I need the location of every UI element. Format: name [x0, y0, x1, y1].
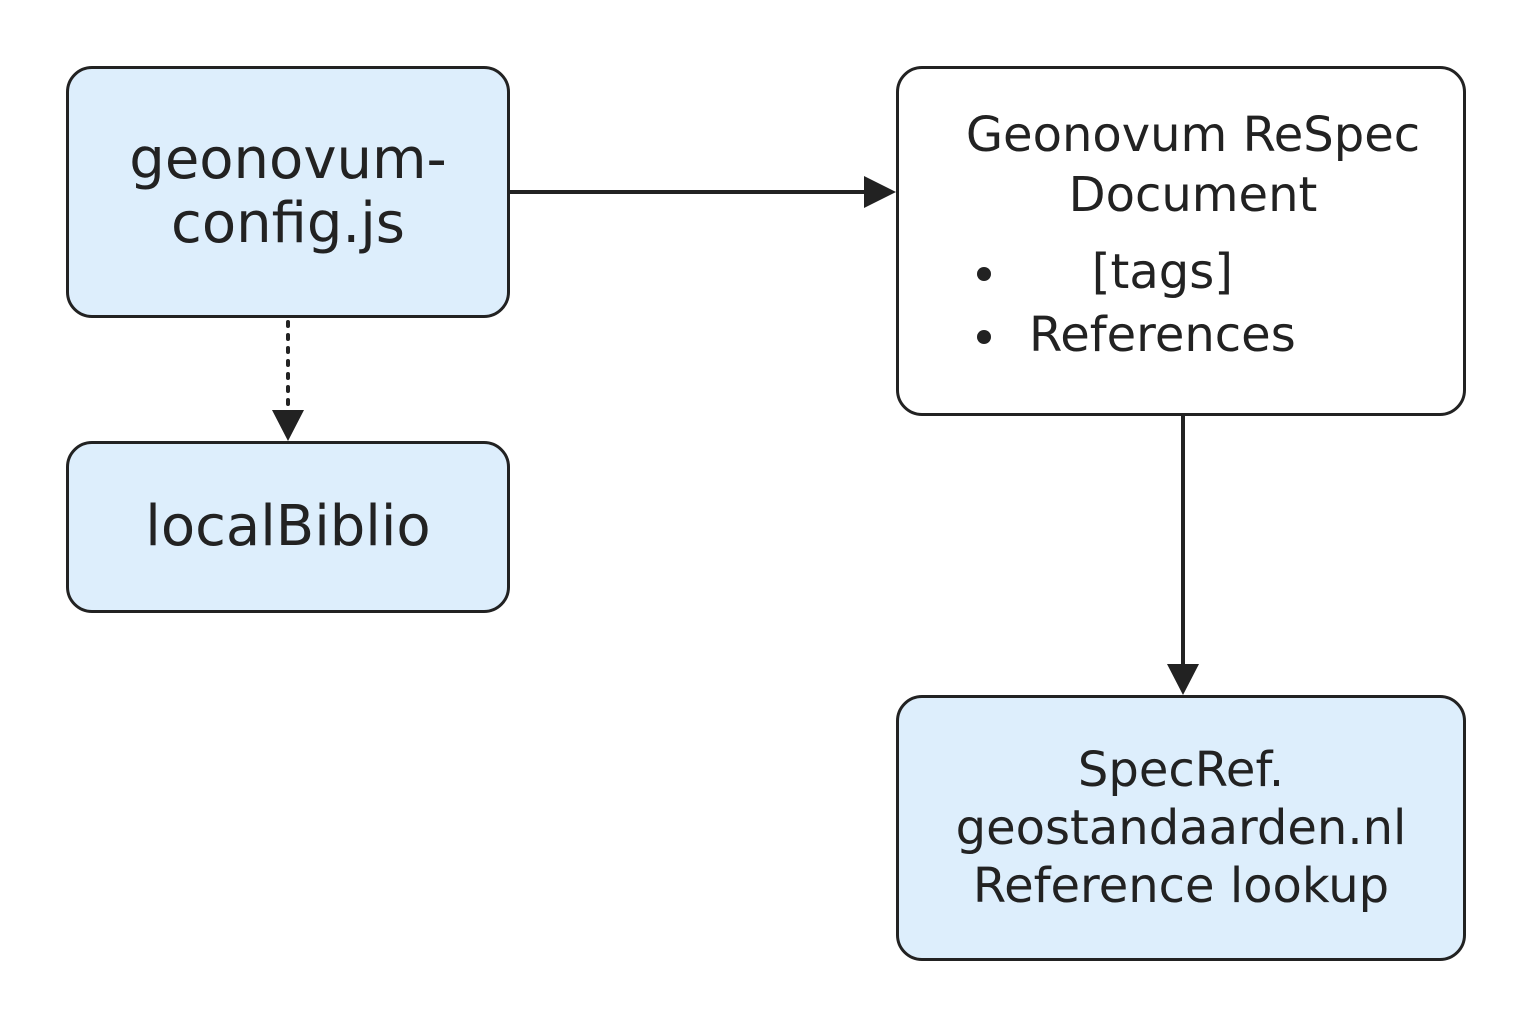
node-title-line: Geonovum ReSpec — [965, 107, 1421, 163]
node-label-line: geostandaarden.nl — [955, 800, 1407, 856]
node-geonovum-config-label: geonovum- config.js — [129, 128, 446, 256]
node-specref-lookup-label: SpecRef. geostandaarden.nl Reference loo… — [956, 741, 1407, 915]
node-label-line: geonovum- — [129, 127, 447, 192]
node-local-biblio-label: localBiblio — [145, 494, 431, 559]
edge-config-to-document — [510, 176, 896, 208]
edge-document-to-specref — [1167, 416, 1199, 695]
node-label-line: config.js — [171, 191, 405, 256]
edge-config-to-biblio — [272, 320, 304, 441]
list-item: References — [977, 304, 1296, 367]
list-item: [tags] — [977, 241, 1296, 304]
node-respec-document-title: Geonovum ReSpec Document — [899, 105, 1463, 225]
node-respec-document-list: [tags] References — [899, 241, 1296, 367]
node-respec-document: Geonovum ReSpec Document [tags] Referenc… — [896, 66, 1466, 416]
node-local-biblio: localBiblio — [66, 441, 510, 613]
node-label-line: Reference lookup — [972, 858, 1390, 914]
node-geonovum-config: geonovum- config.js — [66, 66, 510, 318]
node-title-line: Document — [1068, 167, 1318, 223]
bullet-icon — [977, 267, 991, 281]
list-item-label: References — [1029, 307, 1296, 363]
bullet-icon — [977, 330, 991, 344]
list-item-label: [tags] — [1091, 244, 1233, 300]
node-label-line: SpecRef. — [1077, 742, 1285, 798]
node-specref-lookup: SpecRef. geostandaarden.nl Reference loo… — [896, 695, 1466, 961]
